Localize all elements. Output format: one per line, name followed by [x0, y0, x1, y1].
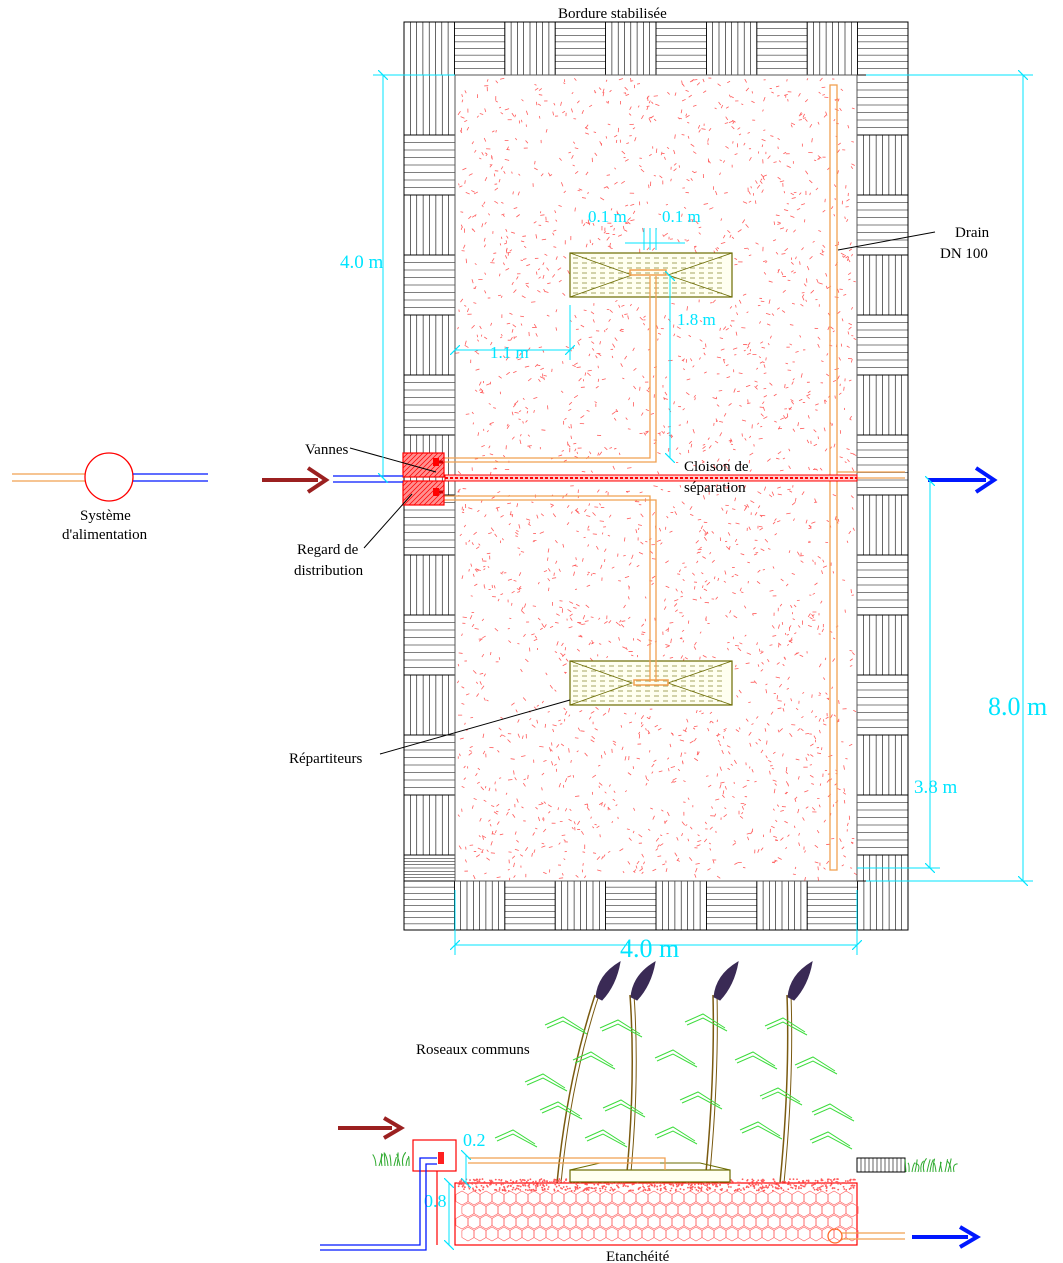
dim-offset: 1.1 m: [490, 343, 529, 362]
dim-spacing-b: 0.1 m: [662, 207, 701, 226]
distribution-manhole: [402, 452, 445, 506]
distributor-bottom: [569, 660, 733, 706]
separation-partition: [444, 474, 858, 482]
feed-pipes: [440, 276, 657, 682]
section-dimensions: [449, 1155, 466, 1245]
section-view: Roseaux communs Etanchéité 0.2 0.8: [320, 961, 981, 1263]
dim-pipe-length: 1.8 m: [677, 310, 716, 329]
feed-system-label-2: d'alimentation: [62, 527, 148, 543]
pump-icon: [84, 452, 134, 502]
dim-total-height: 8.0 m: [988, 692, 1047, 721]
partition-label: Cloison de: [684, 459, 749, 475]
feed-system-label: Système: [80, 508, 131, 524]
valve-icon: [433, 458, 439, 466]
distributor-top: [569, 252, 733, 298]
plan-view: Bordure stabilisée Drain DN 100 Vannes C…: [12, 6, 1047, 963]
section-drain: [827, 1157, 906, 1244]
inlet-arrow-icon: [262, 466, 330, 494]
section-manhole: [320, 1139, 457, 1251]
leader-lines: [349, 231, 936, 755]
manhole-label: Regard de: [297, 542, 359, 558]
drain-label: Drain: [955, 225, 990, 241]
dim-spacing-a: 0.1 m: [588, 207, 627, 226]
section-inlet-arrow-icon: [338, 1116, 405, 1140]
dimension-lines: [373, 75, 1033, 955]
dim-section-depth: 0.8: [424, 1191, 447, 1211]
dim-section-top: 0.2: [463, 1130, 486, 1150]
valves-label: Vannes: [305, 442, 348, 458]
outlet-arrow-icon: [928, 466, 998, 494]
distributors-label: Répartiteurs: [289, 751, 362, 767]
valve-icon: [438, 1152, 444, 1164]
drain-size-label: DN 100: [940, 246, 988, 262]
reeds: [494, 961, 855, 1184]
manhole-label-2: distribution: [294, 563, 364, 579]
partition-label-2: séparation: [684, 480, 746, 496]
border-label: Bordure stabilisée: [558, 6, 667, 22]
dim-bottom-half: 3.8 m: [914, 777, 958, 798]
liner-label: Etanchéité: [606, 1249, 670, 1263]
valve-icon: [433, 488, 439, 496]
grass: [372, 1151, 958, 1173]
section-outlet-arrow-icon: [912, 1225, 981, 1249]
feed-system: [12, 452, 403, 502]
dim-width: 4.0 m: [620, 934, 679, 963]
reeds-label: Roseaux communs: [416, 1042, 530, 1058]
paving-tiles: [403, 21, 909, 931]
section-distributor: [468, 1157, 731, 1183]
dim-top-half: 4.0 m: [340, 252, 384, 273]
